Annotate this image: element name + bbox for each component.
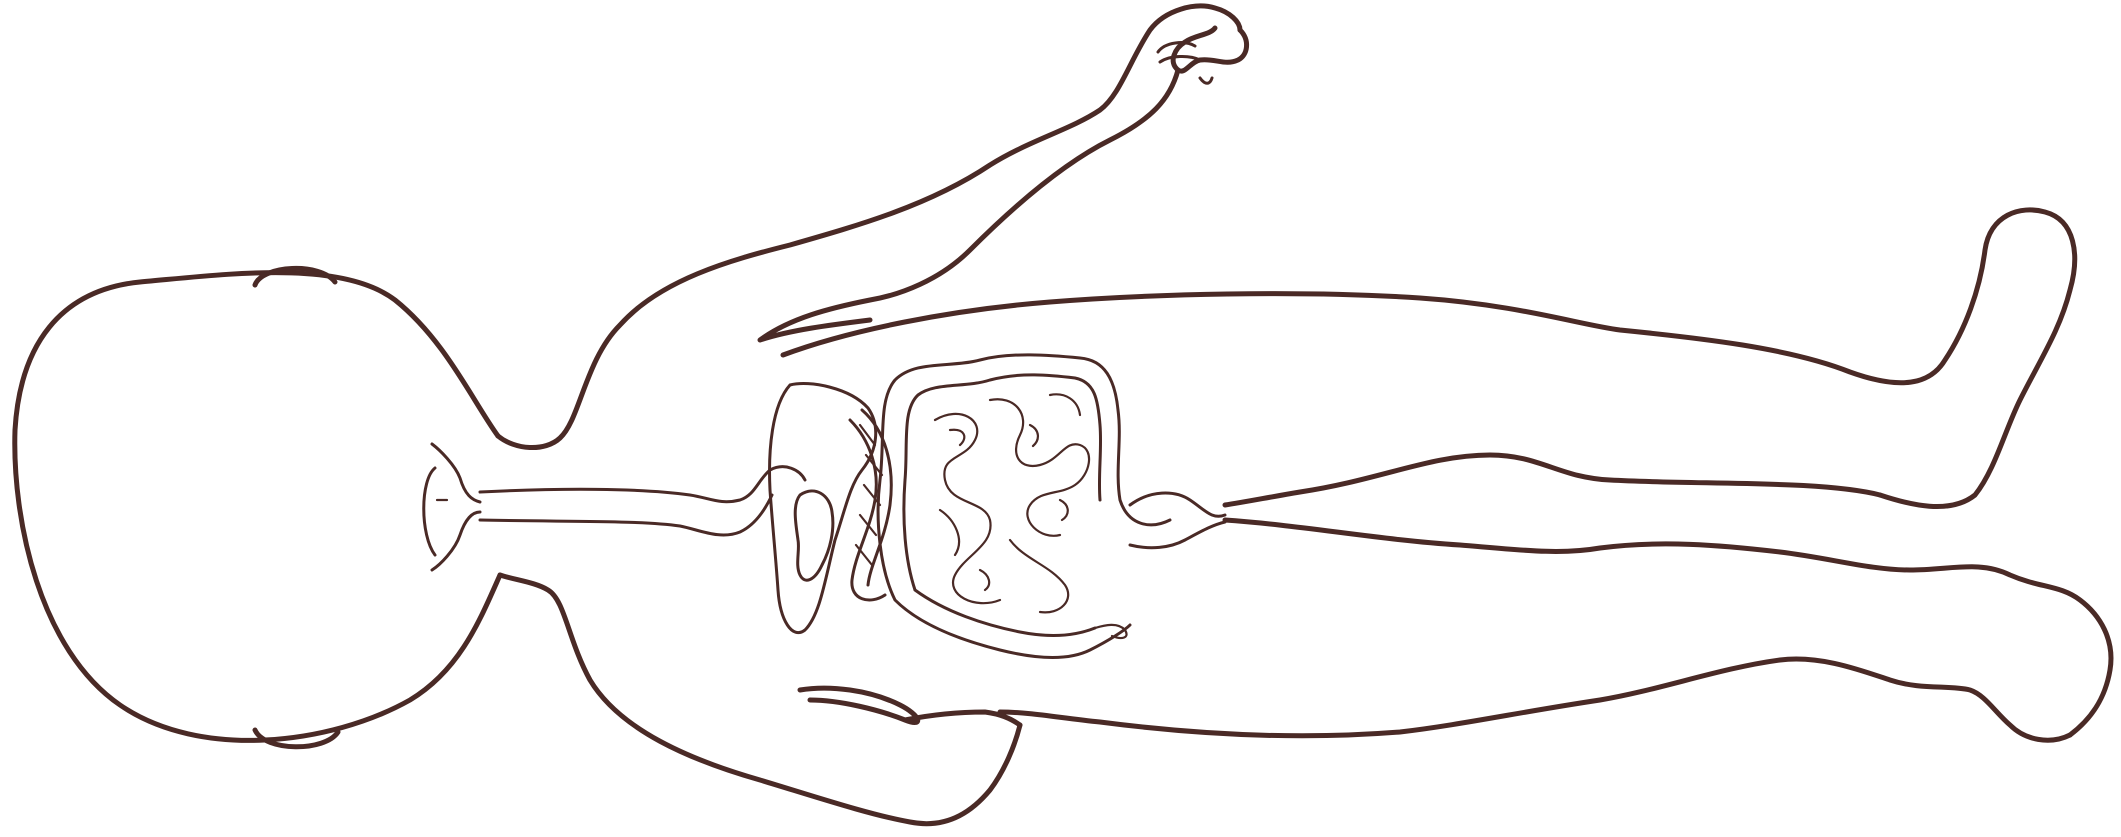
mouth-outline [432,444,480,570]
large-intestine [878,355,1170,658]
neck-bottom-outline [500,575,1020,824]
foot-outline [1000,659,2070,740]
hand-fingers [1158,43,1212,84]
lower-arm-outline [800,688,1020,725]
liver [770,384,876,633]
mouth-cavity [424,468,435,555]
esophagus [480,467,805,535]
hand-outline [1173,28,1246,71]
large-intestine-inner [904,375,1101,636]
neck-top-outline [498,6,1240,448]
rectum [1130,493,1225,548]
upper-leg-inner-outline [1225,455,1880,505]
lower-leg-inner-outline [1225,520,2111,735]
head-outline [15,273,500,741]
body-outline [15,6,2111,824]
